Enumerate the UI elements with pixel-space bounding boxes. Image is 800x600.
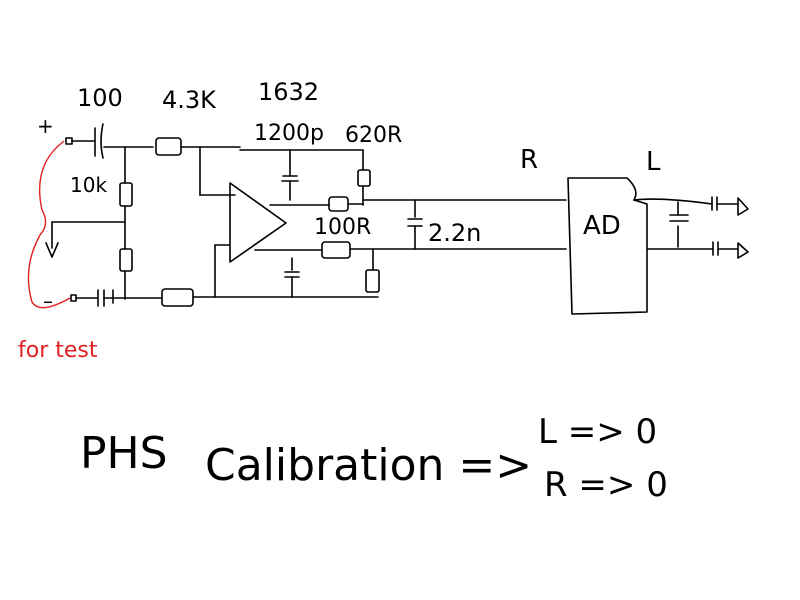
bottom-input-resistor-symbol [161, 288, 216, 307]
label-cap-2-2n: 2.2n [428, 219, 481, 247]
label-minus-terminal: – [43, 289, 53, 313]
op-amp-output-wires [254, 196, 416, 251]
note-calibration: Calibration => [205, 440, 532, 491]
input-terminal-minus [70, 289, 163, 307]
label-1632: 1632 [258, 78, 319, 106]
input-terminal-plus [65, 137, 95, 145]
ad-output-capacitor [669, 201, 689, 248]
resistor-4-3k-symbol [155, 137, 241, 156]
red-test-wire [27, 140, 71, 309]
label-cap-100: 100 [77, 84, 123, 112]
op-amp-symbol [214, 182, 287, 298]
label-ad: AD [583, 211, 621, 241]
label-res-4-3k: 4.3K [162, 86, 217, 114]
feedback-network-top [199, 146, 364, 201]
bottom-capacitor-symbol [284, 257, 300, 298]
capacitor-100-symbol [94, 123, 154, 159]
note-r-rule: R => 0 [544, 465, 668, 505]
ad-output-lower [647, 241, 749, 259]
ground-symbol [45, 221, 59, 258]
capacitor-2-2n-symbol [407, 199, 423, 250]
label-res-10k: 10k [70, 173, 107, 197]
label-cap-1200p: 1200p [254, 121, 324, 146]
label-channel-r: R [520, 145, 538, 175]
bottom-resistor-symbol [365, 249, 380, 293]
label-for-test: for test [18, 338, 98, 363]
label-res-620r: 620R [345, 123, 402, 148]
label-plus-terminal: + [37, 114, 54, 138]
ad-output-upper [633, 196, 749, 216]
resistor-100r-symbol [321, 241, 416, 259]
label-channel-l: L [646, 147, 661, 177]
ad-converter-block [567, 177, 648, 315]
divider-network [51, 146, 133, 300]
note-l-rule: L => 0 [538, 412, 657, 452]
label-res-100r: 100R [314, 215, 371, 240]
resistor-620r-symbol [357, 169, 371, 206]
note-phs: PHS [80, 428, 168, 479]
